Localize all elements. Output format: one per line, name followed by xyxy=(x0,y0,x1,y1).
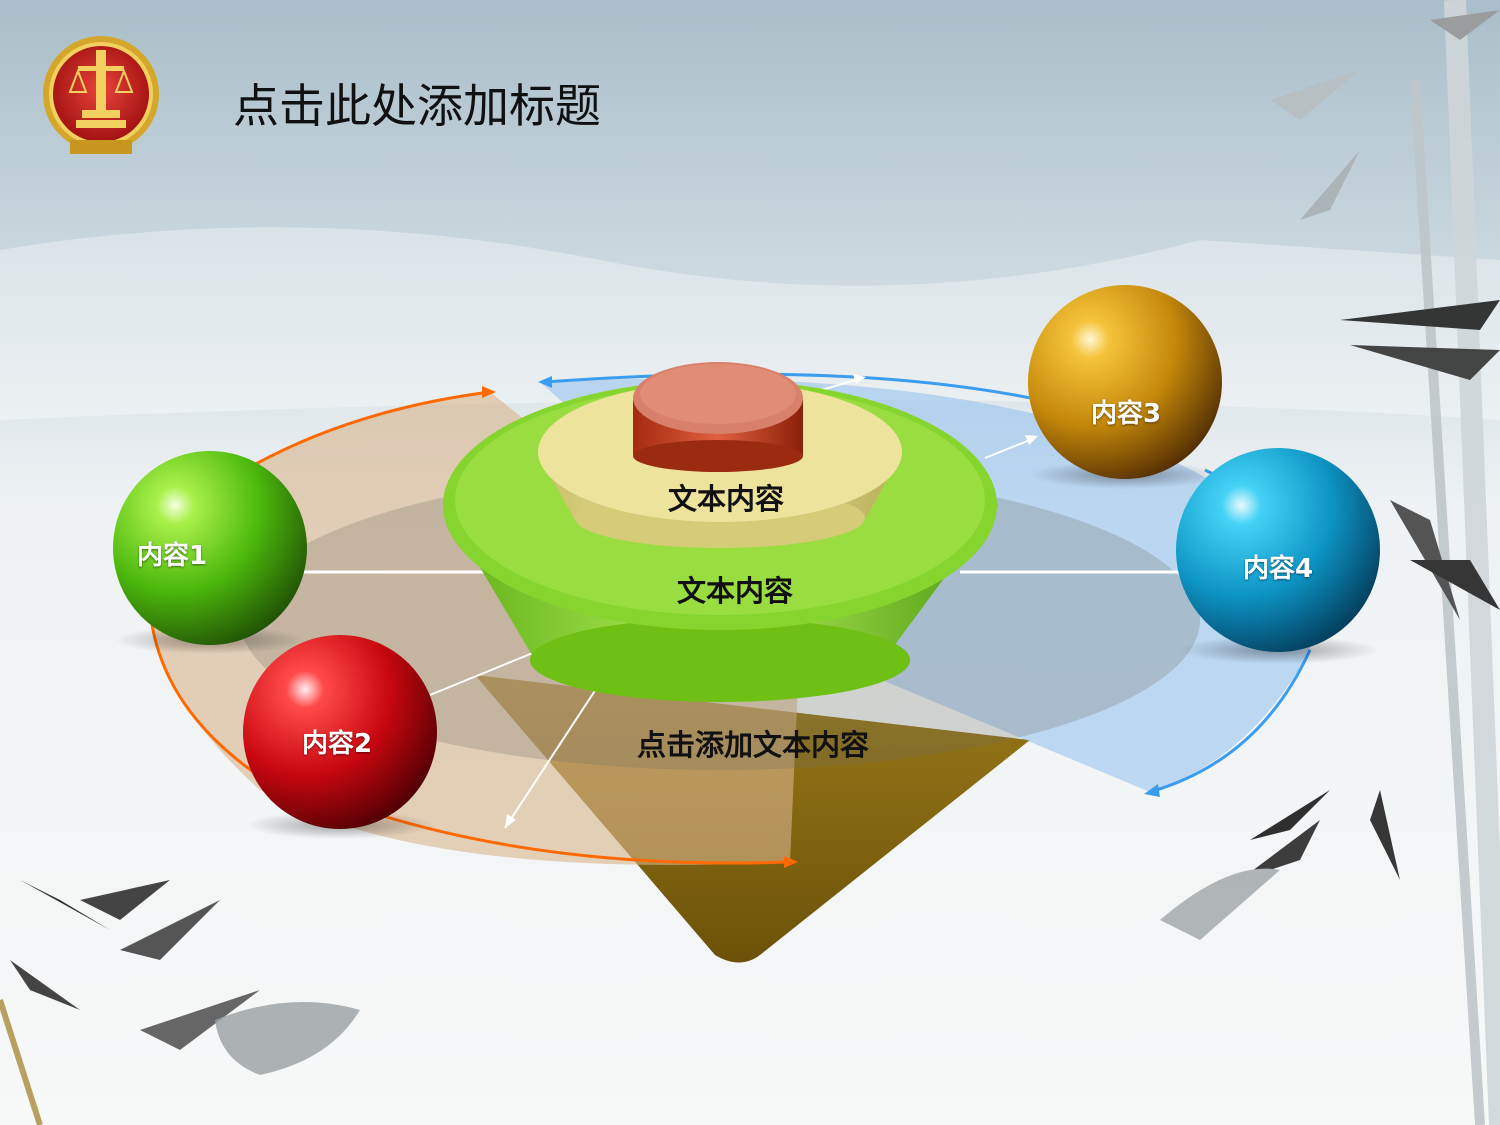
orange-arrow-top xyxy=(244,390,491,472)
blue-arrowhead-bottom xyxy=(1144,784,1160,797)
court-emblem-icon xyxy=(43,36,159,154)
sphere-label-1: 内容1 xyxy=(137,541,208,571)
sphere-label-3: 内容3 xyxy=(1091,399,1162,429)
bottom-label[interactable]: 点击添加文本内容 xyxy=(637,728,870,762)
bamboo-decoration-left xyxy=(0,880,360,1125)
sphere-content-3[interactable] xyxy=(1028,285,1222,479)
sphere-content-4[interactable] xyxy=(1176,448,1380,652)
center-top-label[interactable]: 文本内容 xyxy=(668,482,785,516)
connector-3-head xyxy=(1025,435,1038,445)
connector-3 xyxy=(984,437,1036,459)
connector-2 xyxy=(429,649,541,696)
sphere-content-2[interactable] xyxy=(243,635,437,829)
blue-arrowhead-top xyxy=(538,376,552,388)
sphere-label-4: 内容4 xyxy=(1243,554,1314,584)
orange-arrowhead-bottom xyxy=(784,856,798,868)
sphere-label-2: 内容2 xyxy=(302,729,373,759)
sphere-content-1[interactable] xyxy=(113,451,307,645)
bamboo-decoration xyxy=(1160,0,1500,1125)
connector-bottom-head xyxy=(505,814,516,828)
blue-arrow-top xyxy=(544,372,1041,402)
slide-title[interactable]: 点击此处添加标题 xyxy=(233,79,601,133)
connector-top-head xyxy=(853,374,866,384)
red-cylinder xyxy=(633,362,803,472)
orange-arrowhead-top xyxy=(482,386,496,398)
center-mid-label[interactable]: 文本内容 xyxy=(677,574,794,608)
blue-arrow-bottom xyxy=(1149,649,1312,794)
